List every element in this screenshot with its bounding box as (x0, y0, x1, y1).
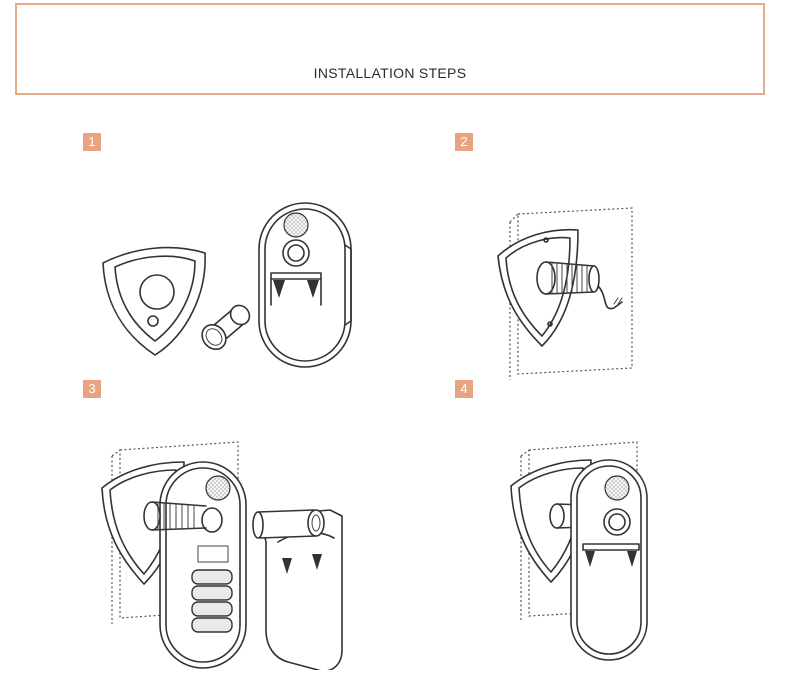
shield-plate-icon (102, 246, 206, 356)
step-4-badge: 4 (455, 380, 473, 398)
page-title: INSTALLATION STEPS (313, 65, 467, 81)
threaded-tube-icon (536, 261, 623, 310)
tube-icon (201, 304, 251, 351)
shield-plate-icon (497, 228, 579, 347)
threaded-tube-icon (143, 501, 207, 531)
tube-icon (252, 509, 325, 539)
step-1-badge: 1 (83, 133, 101, 151)
step-2-illustration (490, 200, 640, 380)
monitor-unit-icon (258, 202, 352, 368)
step-1-illustration (95, 195, 365, 375)
step-3-illustration (98, 430, 358, 670)
step-2-badge: 2 (455, 133, 473, 151)
header-banner: INSTALLATION STEPS (15, 3, 765, 95)
monitor-unit-icon (570, 459, 648, 661)
monitor-unit-icon (159, 461, 247, 669)
step-3-badge: 3 (83, 380, 101, 398)
step-4-illustration (505, 430, 665, 665)
